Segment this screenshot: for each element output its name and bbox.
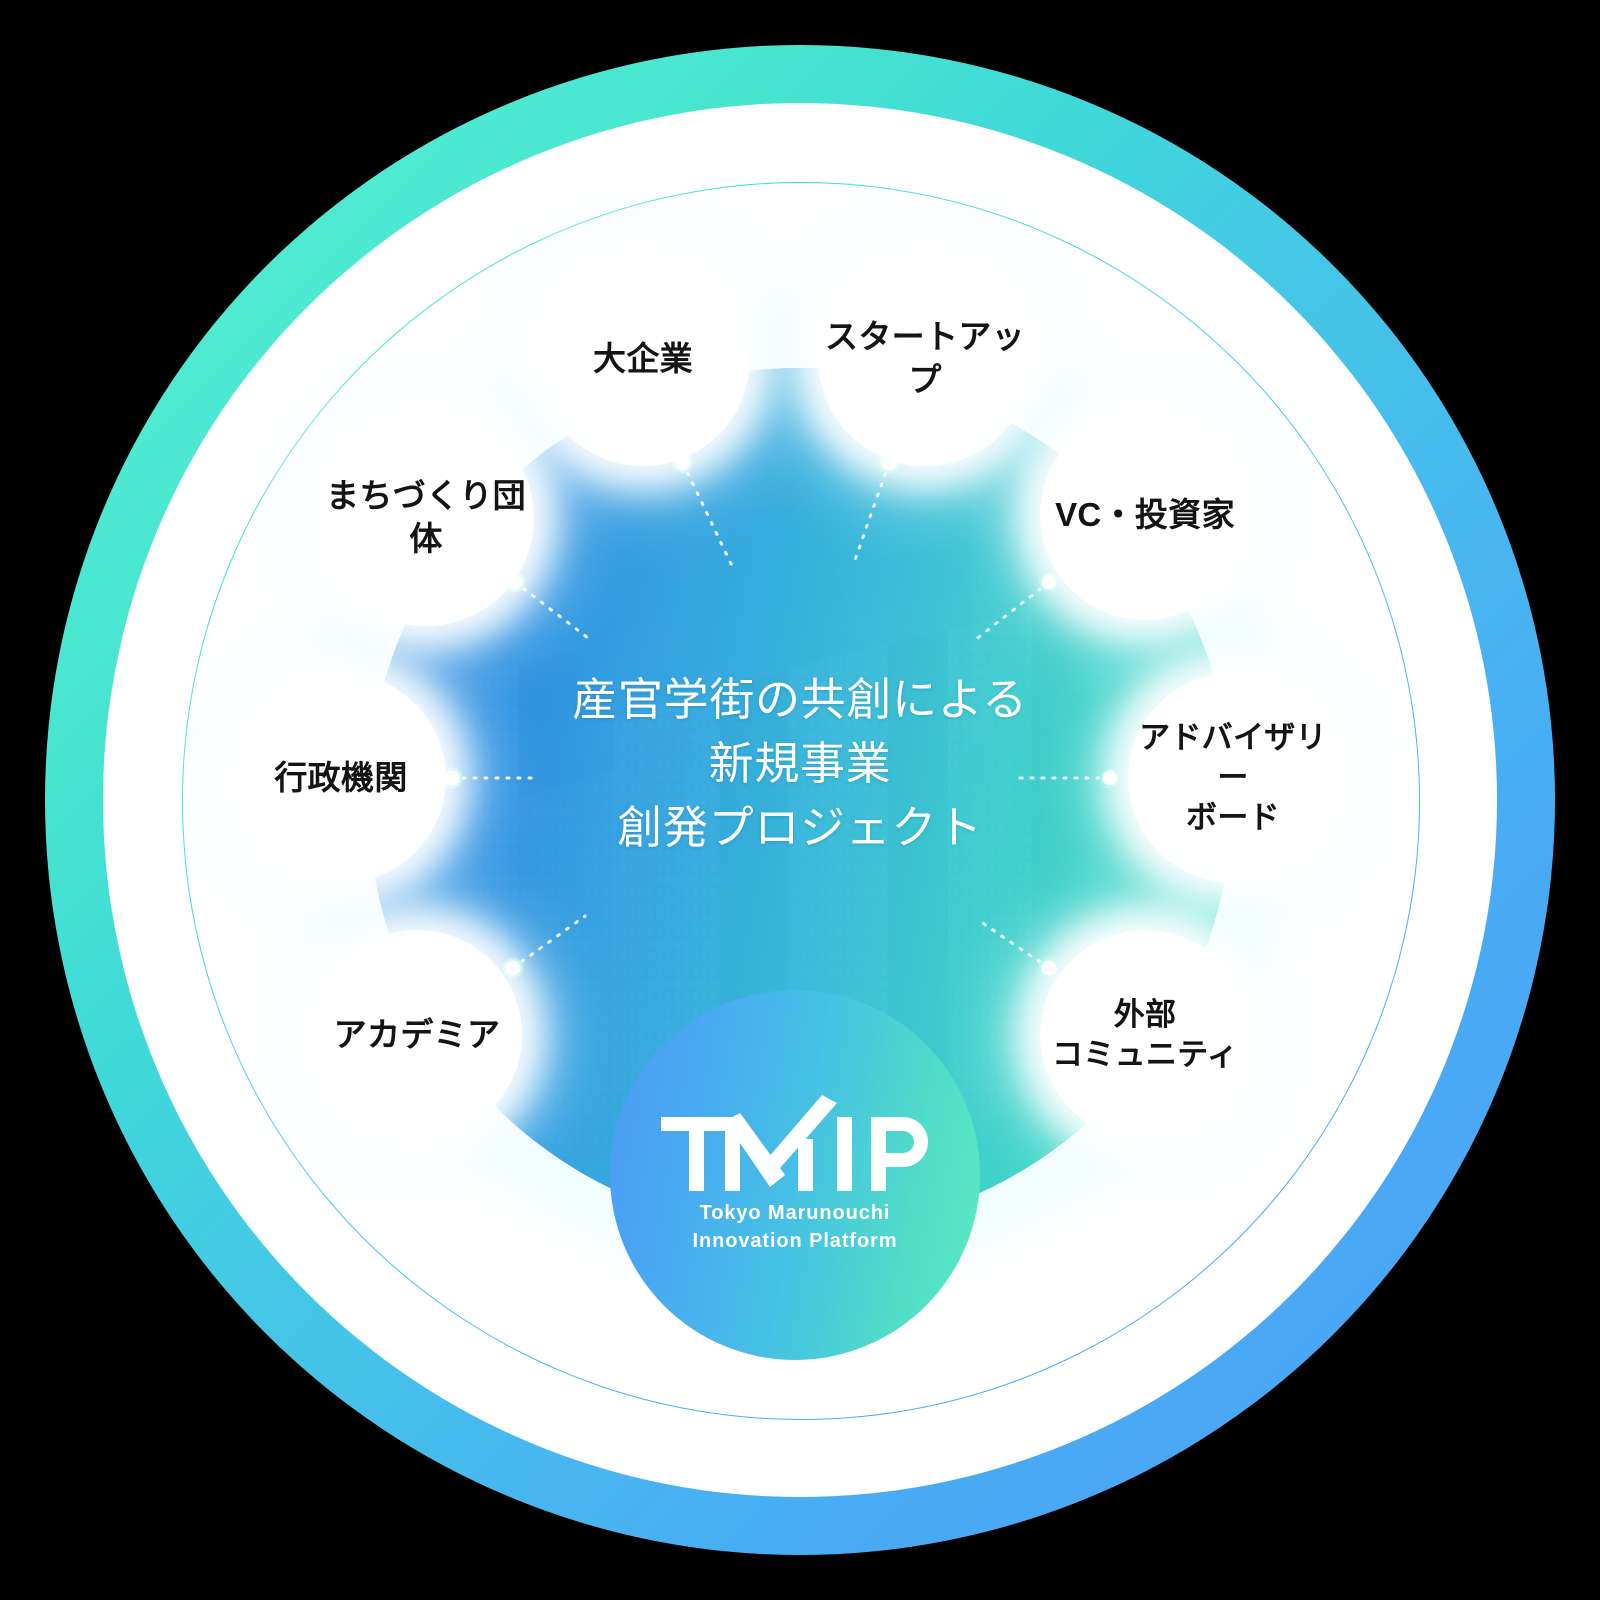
- node-government[interactable]: 行政機関: [236, 673, 446, 883]
- node-label-external-community-line-1: 外部: [1113, 996, 1177, 1032]
- node-large-enterprise[interactable]: 大企業: [536, 252, 750, 466]
- tmip-tagline-line-2: Innovation Platform: [692, 1230, 898, 1252]
- node-label-academia: アカデミア: [333, 1015, 501, 1053]
- node-label-large-enterprise: 大企業: [593, 339, 693, 377]
- node-external-community[interactable]: 外部 コミュニティ: [1040, 930, 1250, 1140]
- node-startup[interactable]: スタートアップ: [818, 252, 1032, 466]
- center-headline-line-2: 新規事業: [708, 737, 892, 789]
- node-label-machizukuri: まちづくり団体: [326, 477, 526, 557]
- tmip-wordmark-icon: [661, 1094, 928, 1191]
- node-label-external-community-line-2: コミュニティ: [1052, 1037, 1238, 1072]
- center-headline-line-1: 産官学街の共創による: [572, 674, 1028, 725]
- tmip-tagline: Tokyo Marunouchi Innovation Platform: [693, 1199, 898, 1256]
- node-label-vc-investor: VC・投資家: [1055, 495, 1235, 533]
- node-advisory-board[interactable]: アドバイザリー ボード: [1128, 673, 1338, 883]
- node-academia[interactable]: アカデミア: [312, 930, 522, 1140]
- node-label-advisory-board: アドバイザリー ボード: [1128, 718, 1338, 839]
- center-headline: 産官学街の共創による 新規事業 創発プロジェクト: [420, 668, 1180, 860]
- center-headline-line-3: 創発プロジェクト: [617, 801, 983, 853]
- tmip-logo-circle: [610, 990, 980, 1360]
- tmip-logo[interactable]: Tokyo Marunouchi Innovation Platform TMI…: [610, 990, 980, 1360]
- node-label-government: 行政機関: [274, 758, 408, 796]
- node-vc-investor[interactable]: VC・投資家: [1040, 410, 1250, 620]
- node-label-advisory-board-line-1: アドバイザリー: [1139, 719, 1327, 795]
- node-machizukuri[interactable]: まちづくり団体: [318, 410, 534, 626]
- node-label-advisory-board-line-2: ボード: [1186, 800, 1280, 836]
- node-label-startup: スタートアップ: [825, 318, 1025, 398]
- tmip-tagline-line-1: Tokyo Marunouchi: [699, 1201, 891, 1224]
- node-label-external-community: 外部 コミュニティ: [1052, 995, 1238, 1076]
